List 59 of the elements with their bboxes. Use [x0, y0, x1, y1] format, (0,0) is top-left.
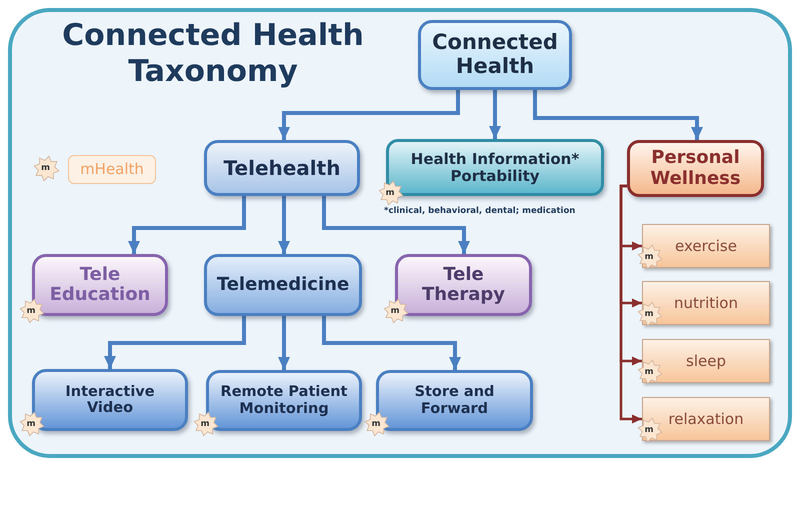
badge-letter: m: [644, 426, 654, 434]
tag-box: [68, 155, 156, 184]
star-badge: [638, 418, 662, 442]
box-label: sleep: [686, 352, 726, 370]
badge-letter: m: [386, 188, 394, 198]
box-label: exercise: [675, 238, 737, 254]
box-label: Remote Patient Monitoring: [220, 384, 348, 417]
category-box: [204, 140, 360, 196]
star-badge: [638, 360, 662, 384]
badge-letter: m: [26, 420, 36, 428]
star-badge: [20, 412, 44, 436]
star-badge: [379, 181, 403, 205]
subcategory-box: [642, 281, 770, 325]
badge-letter: m: [390, 306, 400, 316]
star-badge: [194, 412, 218, 436]
arrow: [322, 196, 470, 254]
category-box: [386, 139, 604, 196]
arrow: [278, 90, 460, 140]
box-label: Interactive Video: [64, 384, 156, 416]
arrow: [104, 316, 246, 369]
category-box: [204, 254, 362, 316]
category-box: [627, 140, 764, 197]
star-badge: [20, 299, 44, 323]
box-label: Tele Therapy: [421, 264, 506, 306]
badge-letter: m: [41, 164, 50, 173]
arrow: [278, 196, 290, 254]
arrow: [128, 196, 246, 254]
badge-letter: m: [644, 368, 654, 376]
arrow: [278, 316, 290, 370]
box-label: Store and Forward: [414, 384, 496, 417]
subcategory-box: [642, 339, 770, 383]
badge-letter: m: [200, 420, 210, 428]
box-label: Telemedicine: [216, 274, 350, 296]
box-label: Connected Health: [431, 31, 559, 79]
badge-letter: m: [372, 420, 380, 428]
badge-letter: m: [26, 306, 36, 316]
arrow: [489, 90, 501, 139]
box-label: nutrition: [674, 294, 738, 312]
box-label: Telehealth: [224, 156, 340, 180]
box-label: mHealth: [80, 161, 144, 178]
star-badge: [384, 299, 408, 323]
diagram-title: Connected Health Taxonomy: [61, 18, 365, 90]
box-label: relaxation: [668, 410, 744, 428]
subcategory-box: [642, 397, 770, 441]
footnote: *clinical, behavioral, dental; medication: [384, 206, 576, 216]
subcategory-box: [642, 224, 770, 268]
star-badge: [365, 412, 389, 436]
arrow: [620, 184, 642, 424]
badge-letter: m: [644, 252, 654, 262]
arrow: [533, 90, 703, 140]
star-badge: [638, 302, 662, 326]
star-badge: [638, 245, 662, 269]
badge-letter: m: [644, 310, 654, 318]
box-label: Tele Education: [49, 264, 151, 306]
arrow: [322, 316, 461, 370]
box-label: Personal Wellness: [649, 148, 742, 189]
box-label: Health Information* Portability: [410, 150, 580, 184]
star-badge: [34, 156, 59, 181]
category-box: [418, 20, 572, 90]
